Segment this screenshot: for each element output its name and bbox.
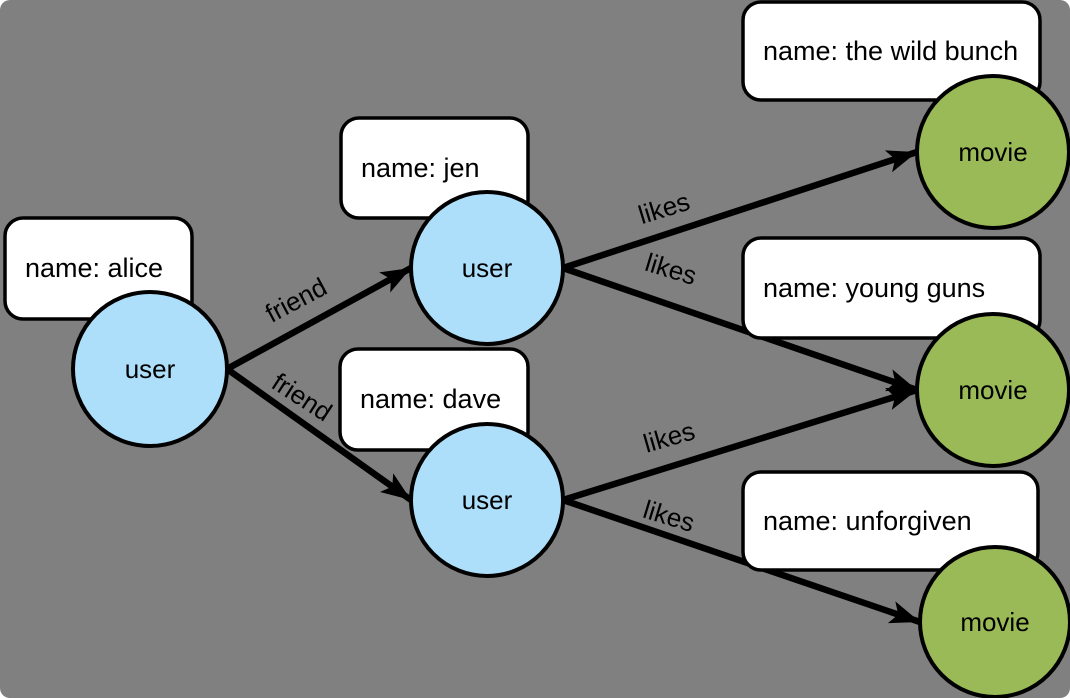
property-box [741, 236, 1042, 340]
property-text-jen: name: jen [361, 153, 480, 183]
node-label: movie [958, 137, 1027, 167]
node-user-dave: user [409, 422, 565, 578]
property-text-dave: name: dave [360, 384, 501, 414]
property-box [741, 0, 1042, 102]
property-box [741, 470, 1040, 572]
edge-jen-young-guns-likes [561, 264, 919, 394]
property-text-young-guns: name: young guns [763, 273, 985, 303]
property-box-wild-bunch: name: the wild bunch [741, 0, 1042, 102]
node-movie-wild-bunch: movie [915, 74, 1070, 230]
user-node-circle [409, 422, 565, 578]
property-box-unforgiven: name: unforgiven [741, 470, 1040, 572]
node-label: user [125, 354, 176, 384]
movie-node-circle [915, 74, 1070, 230]
node-movie-unforgiven: movie [918, 545, 1070, 698]
node-user-alice: user [71, 290, 229, 448]
node-label: movie [958, 375, 1027, 405]
node-label: user [462, 485, 513, 515]
edge-alice-jen-friend [225, 265, 413, 372]
user-node-circle [71, 290, 229, 448]
user-node-circle [409, 190, 565, 346]
node-label: movie [960, 607, 1029, 637]
edge-dave-unforgiven-likes [561, 496, 922, 626]
node-layer: user user user movie movie movie [71, 74, 1070, 698]
node-label: user [462, 253, 513, 283]
edge-jen-wild-bunch-likes [561, 148, 919, 272]
property-text-alice: name: alice [25, 253, 163, 283]
property-box-young-guns: name: young guns [741, 236, 1042, 340]
movie-node-circle [918, 545, 1070, 698]
node-movie-young-guns: movie [915, 312, 1070, 468]
edge-alice-dave-friend [225, 366, 413, 503]
edge-layer [225, 148, 922, 626]
node-user-jen: user [409, 190, 565, 346]
edge-dave-young-guns-likes [562, 386, 918, 504]
property-box-layer: name: alice name: jen name: dave name: t… [3, 0, 1042, 572]
property-text-wild-bunch: name: the wild bunch [763, 36, 1018, 66]
property-text-unforgiven: name: unforgiven [763, 506, 972, 536]
movie-node-circle [915, 312, 1070, 468]
